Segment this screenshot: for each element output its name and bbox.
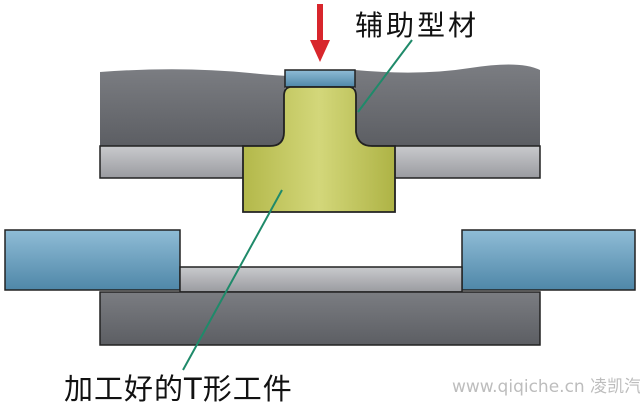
lower-block-right	[461, 229, 636, 291]
press-arrow-head	[310, 40, 330, 62]
press-arrow	[317, 4, 323, 42]
upper-die	[100, 69, 297, 146]
auxiliary-profile-label: 辅助型材	[355, 9, 480, 42]
upper-die	[355, 64, 540, 146]
finished-part-label: 加工好的T形工件	[64, 372, 293, 406]
watermark: www.qiqiche.cn 凌凯汽车技术	[452, 377, 640, 397]
auxiliary-profile	[284, 69, 356, 88]
lower-plate	[179, 266, 463, 293]
lower-die	[99, 291, 541, 346]
leader-line	[357, 39, 413, 113]
leader-line	[182, 189, 283, 371]
lower-block-left	[4, 229, 181, 291]
t-part	[242, 86, 396, 213]
